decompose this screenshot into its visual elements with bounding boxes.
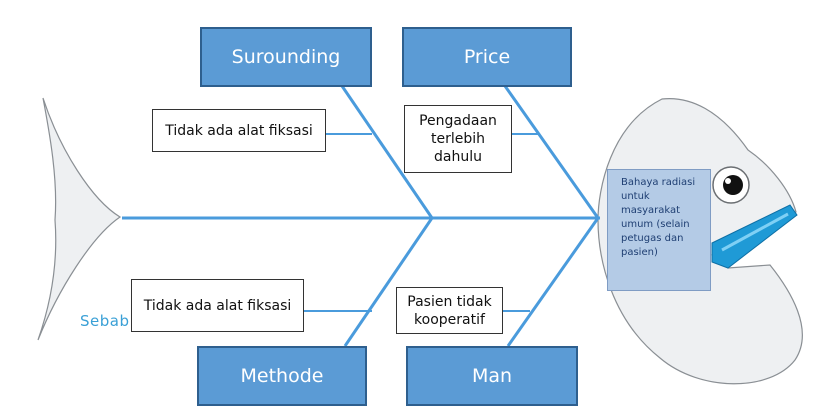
fish-tail — [37, 97, 122, 341]
tail-label: Sebab — [80, 312, 130, 330]
bone-price — [503, 85, 600, 219]
effect-box: Bahaya radiasi untuk masyarakat umum (se… — [607, 169, 711, 291]
cause-methode: Tidak ada alat fiksasi — [131, 279, 304, 332]
cause-price: Pengadaan terlebih dahulu — [404, 105, 512, 173]
cause-surrounding: Tidak ada alat fiksasi — [152, 109, 326, 152]
category-man: Man — [406, 346, 578, 406]
bone-surrounding — [340, 85, 434, 219]
cause-man: Pasien tidak kooperatif — [396, 287, 503, 334]
category-surrounding: Surounding — [200, 27, 372, 87]
category-methode: Methode — [197, 346, 367, 406]
category-price: Price — [402, 27, 572, 87]
bone-man — [506, 217, 600, 347]
bone-methode — [343, 217, 434, 347]
